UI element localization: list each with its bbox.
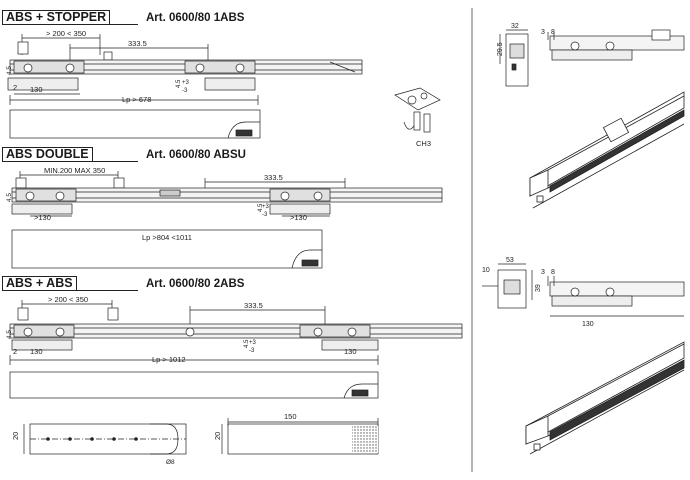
dim-length-left: 130 [30,347,43,356]
dim-range: > 200 < 350 [48,295,88,304]
right-middle-profile [482,263,685,317]
dim-height: 4.5 [6,193,13,202]
dim-minus: -3 [182,88,188,94]
dim-offset: 2 [13,347,17,356]
dim-lp: Lp > 678 [122,95,151,104]
dim-plus: +3 [249,340,257,346]
dim-v45: 4.5 [244,339,250,348]
section-header-abs-double: ABS DOUBLE [2,147,138,162]
dim-height2: 20 [213,432,222,440]
dim-a: 10 [482,267,490,274]
dim-a: 3 [541,29,545,36]
section2-drawing [11,171,443,269]
section3-labels: > 200 < 350 333.5 4.5 2 130 130 4.5 +3 -… [6,295,357,364]
dim-height: 4.5 [6,66,13,75]
dim-height: 4.5 [6,330,13,339]
dim-height: 29.5 [497,42,504,56]
dim-length: 130 [582,321,594,328]
dim-width: 32 [511,23,519,30]
dim-lp: Lp > 1012 [152,355,186,364]
section-header-abs-abs: ABS + ABS [2,276,138,291]
dim-length-right: >130 [290,213,307,222]
section1-drawing [7,34,363,139]
section-title: ABS + STOPPER [2,10,111,24]
dim-length: 130 [30,85,43,94]
right-perspective-bottom [525,341,685,455]
dim-range: > 200 < 350 [46,29,86,38]
dim-diameter: Ø8 [166,459,175,466]
dim-length-right: 130 [344,347,357,356]
section3-drawing [9,300,463,399]
bottom-detail-drawing [23,418,379,455]
dim-offset: 2 [13,83,17,92]
section2-labels: MIN.200 MAX 350 333.5 4.5 >130 >130 4.5 … [6,166,307,242]
right-middle-labels: 10 53 39 3 8 130 [482,257,594,328]
article-code: Art. 0600/80 1ABS [146,12,245,24]
section1-labels: > 200 < 350 333.5 4.5 2 130 4.5 +3 -3 Lp… [6,29,190,104]
dim-stroke: 333.5 [244,301,263,310]
right-perspective-top [529,91,685,209]
section-title: ABS + ABS [2,276,77,290]
dim-width: 150 [284,412,297,421]
section-title: ABS DOUBLE [2,147,93,161]
dim-d: 8 [551,269,555,276]
dim-plus: +3 [262,204,270,210]
dim-v45: 4.5 [176,79,182,88]
article-code: Art. 0600/80 ABSU [146,149,246,161]
ch3-label: CH3 [416,139,431,148]
right-top-profile [499,29,685,87]
dim-stroke: 333.5 [264,173,283,182]
dim-v45: 4.5 [258,203,264,212]
dim-b: 8 [551,29,555,36]
dim-stroke: 333.5 [128,39,147,48]
dim-range: MIN.200 MAX 350 [44,166,105,175]
right-top-labels: 32 29.5 3 8 [497,23,555,56]
dim-width: 53 [506,257,514,264]
ch3-tool-illustration [394,87,441,133]
bottom-detail-labels: 20 Ø8 150 20 [11,412,297,466]
dim-height: 20 [11,432,20,440]
dim-minus: -3 [262,212,268,218]
dim-plus: +3 [182,80,190,86]
section-header-abs-stopper: ABS + STOPPER [2,10,138,25]
dim-lp: Lp >804 <1011 [142,233,192,242]
dim-height: 39 [535,284,542,292]
dim-c: 3 [541,269,545,276]
dim-minus: -3 [249,348,255,354]
dim-length-left: >130 [34,213,51,222]
article-code: Art. 0600/80 2ABS [146,278,245,290]
